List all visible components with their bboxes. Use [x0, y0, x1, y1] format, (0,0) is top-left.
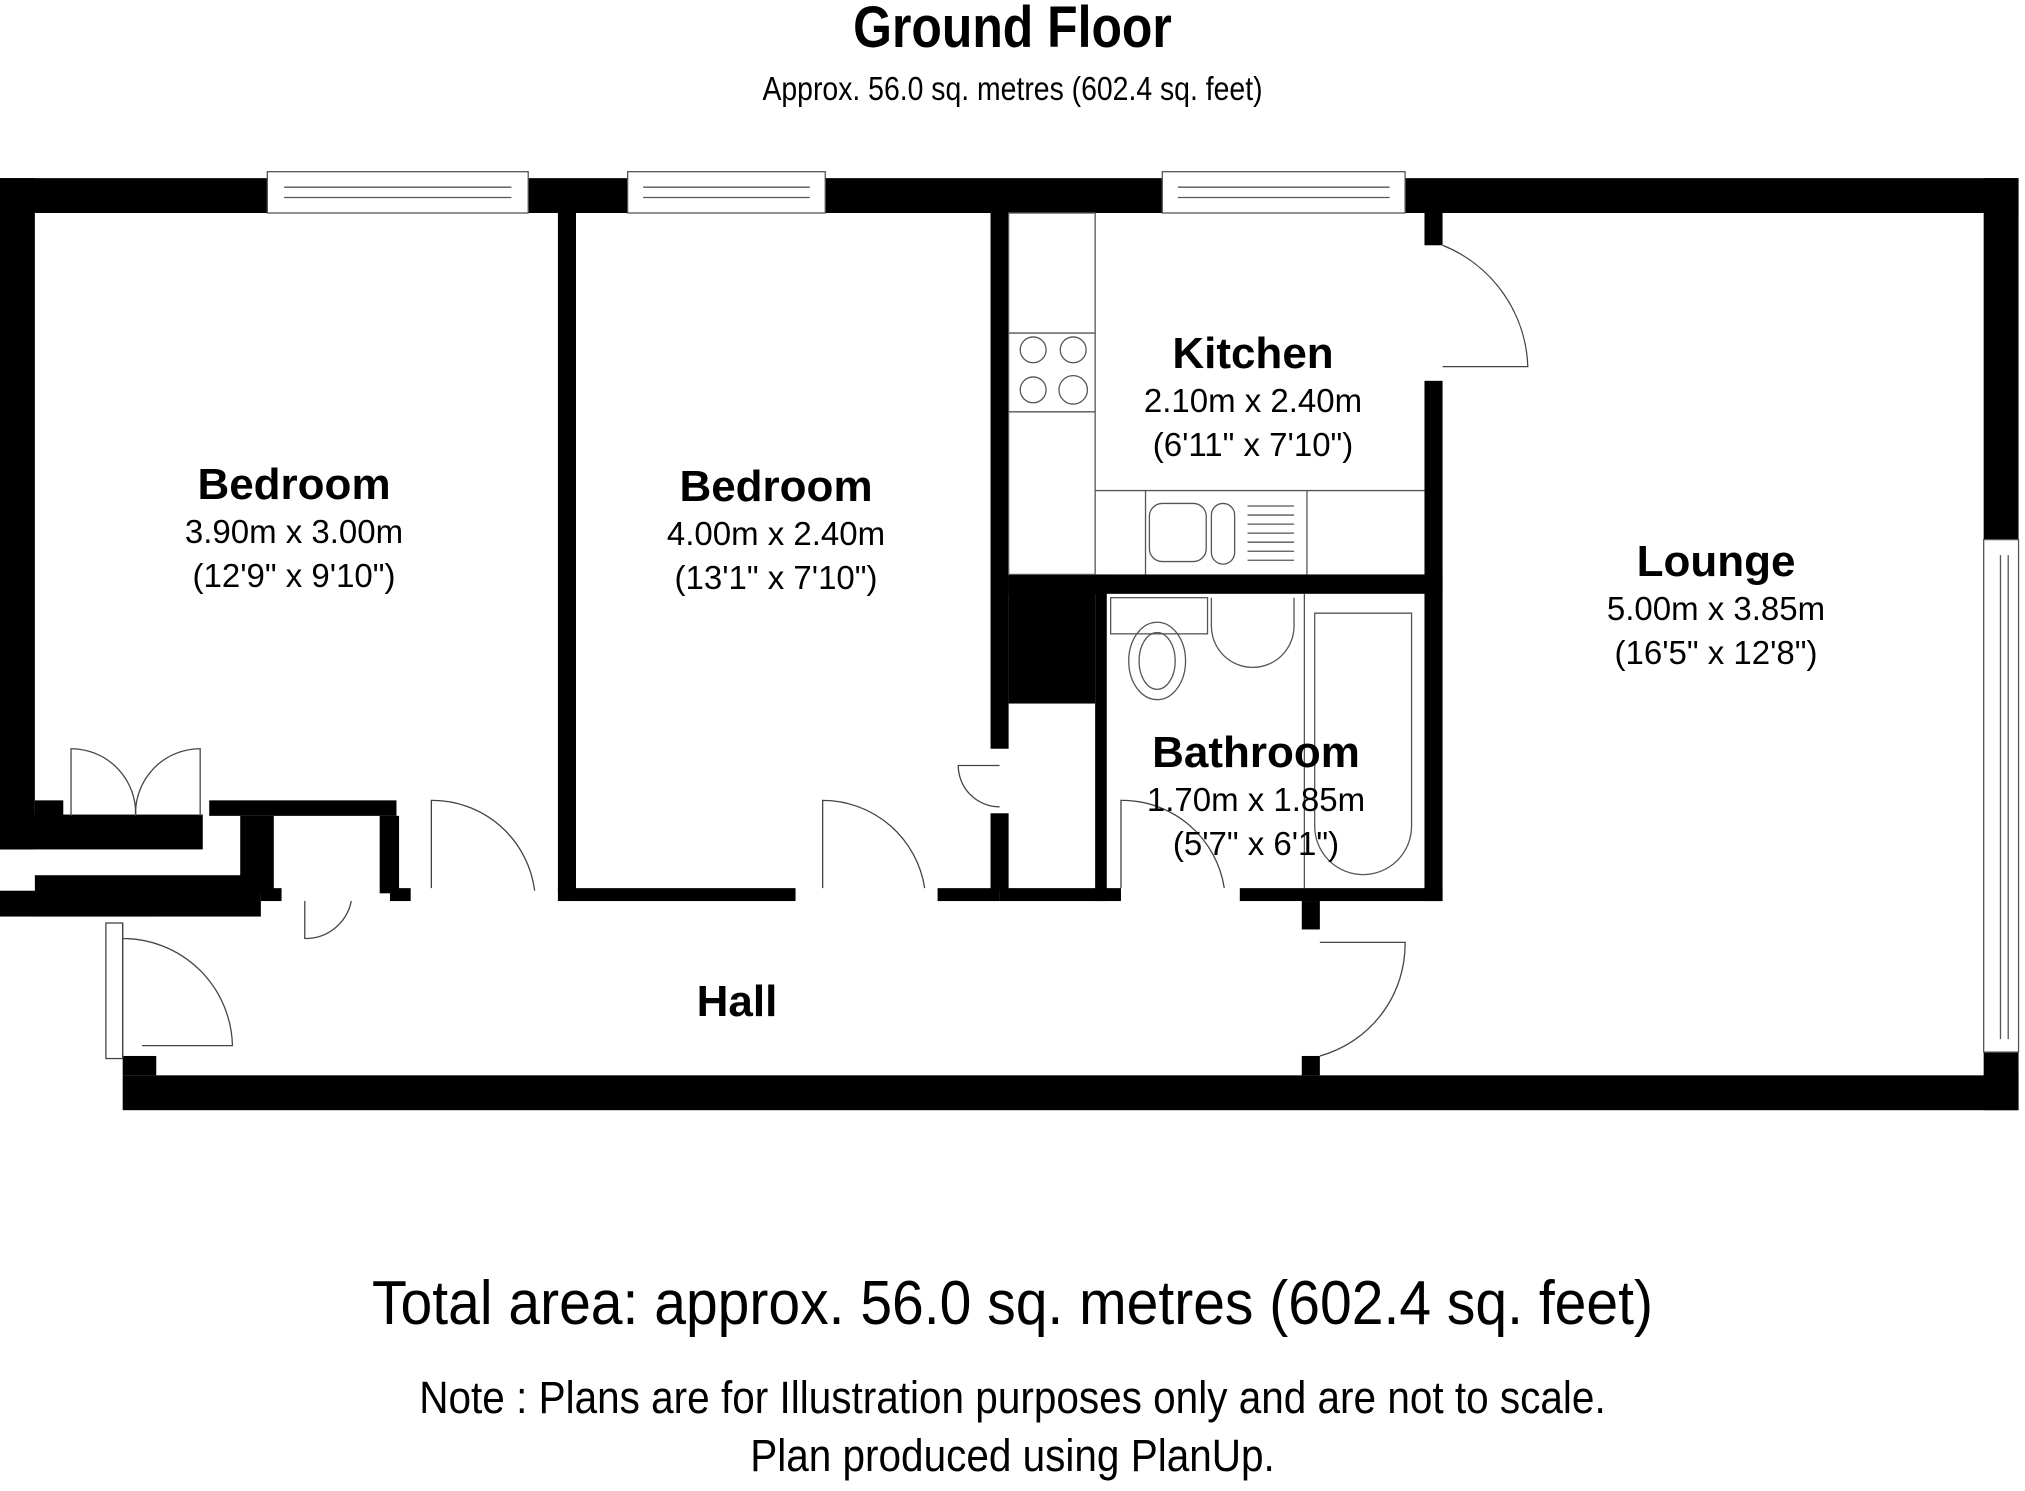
room-metric: 3.90m x 3.00m [184, 513, 404, 550]
room-name: Bedroom [197, 460, 391, 509]
plan-credit: Plan produced using PlanUp. [750, 1430, 1275, 1481]
room-metric: 5.00m x 3.85m [1606, 590, 1826, 627]
floor-area-subtitle: Approx. 56.0 sq. metres (602.4 sq. feet) [762, 70, 1263, 107]
floor-title: Ground Floor [853, 0, 1172, 60]
room-imperial: (5'7" x 6'1") [1172, 825, 1340, 862]
room-name: Lounge [1636, 537, 1796, 586]
room-metric: 4.00m x 2.40m [666, 515, 886, 552]
kitchen-fixtures [1007, 212, 1425, 576]
room-imperial: (12'9" x 9'10") [192, 557, 396, 594]
bathroom-fixtures [1110, 593, 1413, 889]
total-area: Total area: approx. 56.0 sq. metres (602… [372, 1269, 1653, 1338]
room-bathroom: Bathroom 1.70m x 1.85m (5'7" x 6'1") [1056, 728, 1456, 866]
walls [0, 178, 2019, 1111]
room-name: Kitchen [1172, 329, 1334, 378]
room-metric: 1.70m x 1.85m [1146, 781, 1366, 818]
room-bedroom-2: Bedroom 4.00m x 2.40m (13'1" x 7'10") [576, 462, 976, 600]
room-imperial: (6'11" x 7'10") [1152, 426, 1354, 463]
room-name: Bedroom [679, 462, 873, 511]
windows [266, 171, 2020, 1053]
room-imperial: (13'1" x 7'10") [674, 559, 878, 596]
disclaimer-note: Note : Plans are for Illustration purpos… [419, 1372, 1606, 1423]
room-name: Bathroom [1152, 728, 1360, 777]
room-metric: 2.10m x 2.40m [1143, 382, 1363, 419]
doors [70, 244, 1529, 1060]
room-name: Hall [696, 977, 778, 1026]
room-lounge: Lounge 5.00m x 3.85m (16'5" x 12'8") [1516, 537, 1916, 675]
room-kitchen: Kitchen 2.10m x 2.40m (6'11" x 7'10") [1053, 329, 1453, 467]
room-imperial: (16'5" x 12'8") [1614, 634, 1818, 671]
room-bedroom-1: Bedroom 3.90m x 3.00m (12'9" x 9'10") [94, 460, 494, 598]
room-hall: Hall [537, 977, 937, 1027]
